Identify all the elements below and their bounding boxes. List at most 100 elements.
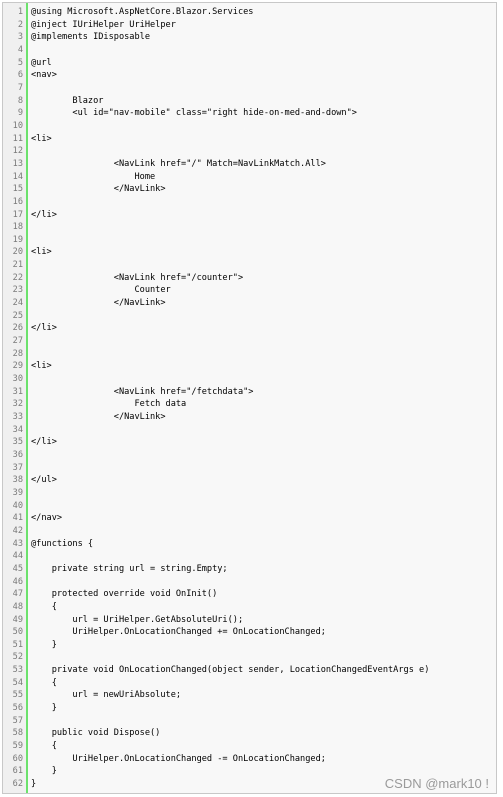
line-number: 32 xyxy=(12,399,23,410)
code-line: 18 xyxy=(3,221,496,234)
line-number: 35 xyxy=(12,437,23,448)
line-number: 28 xyxy=(12,348,23,359)
code-line: 49 url = UriHelper.GetAbsoluteUri(); xyxy=(3,614,496,627)
line-text: <NavLink href="/counter"> xyxy=(31,272,244,283)
code-line: 6 <nav> xyxy=(3,69,496,82)
code-line: 54 { xyxy=(3,677,496,690)
line-number: 39 xyxy=(12,487,23,498)
code-line: 35 </li> xyxy=(3,436,496,449)
line-number: 48 xyxy=(12,601,23,612)
line-number: 49 xyxy=(12,614,23,625)
line-number: 21 xyxy=(12,260,23,271)
code-line: 59 { xyxy=(3,740,496,753)
code-line: 47 protected override void OnInit() xyxy=(3,588,496,601)
line-number: 47 xyxy=(12,589,23,600)
line-text: <NavLink href="/" Match=NavLinkMatch.All… xyxy=(31,158,326,169)
line-number: 61 xyxy=(12,766,23,777)
code-line: 14 Home xyxy=(3,171,496,184)
code-block: 1@using Microsoft.AspNetCore.Blazor.Serv… xyxy=(2,2,497,794)
line-number: 10 xyxy=(12,120,23,131)
line-text: private void OnLocationChanged(object se… xyxy=(31,665,430,676)
line-text: @url xyxy=(31,57,52,68)
line-text: <li> xyxy=(31,247,52,258)
line-number: 38 xyxy=(12,475,23,486)
code-line: 3 @implements IDisposable xyxy=(3,31,496,44)
line-number: 42 xyxy=(12,525,23,536)
code-line: 9 <ul id="nav-mobile" class="right hide-… xyxy=(3,107,496,120)
code-line: 17</li> xyxy=(3,209,496,222)
line-number: 55 xyxy=(12,690,23,701)
code-line: 58 public void Dispose() xyxy=(3,727,496,740)
line-text: </NavLink> xyxy=(31,298,166,309)
line-text: } xyxy=(31,766,57,777)
line-text: </NavLink> xyxy=(31,412,166,422)
code-line: 5@url xyxy=(3,57,496,70)
line-number: 59 xyxy=(12,741,23,752)
line-text: public void Dispose() xyxy=(31,728,161,739)
code-line: 29<li> xyxy=(3,360,496,373)
line-number: 25 xyxy=(12,310,23,321)
line-text: <li> xyxy=(31,361,52,372)
code-line: 30 xyxy=(3,373,496,386)
code-line: 15 </NavLink> xyxy=(3,183,496,196)
line-text: <li> xyxy=(31,133,52,144)
code-line: 23 Counter xyxy=(3,284,496,297)
line-text: </NavLink> xyxy=(31,184,166,195)
code-line: 16 xyxy=(3,196,496,209)
line-text: <nav> xyxy=(31,70,57,81)
code-line: 22 <NavLink href="/counter"> xyxy=(3,272,496,285)
line-number: 45 xyxy=(12,563,23,574)
line-text: } xyxy=(31,779,37,790)
line-number-gutter xyxy=(3,3,28,793)
code-line: 31 <NavLink href="/fetchdata"> xyxy=(3,386,496,399)
line-number: 51 xyxy=(12,639,23,650)
line-text: { xyxy=(31,677,57,688)
line-number: 6 xyxy=(17,70,23,81)
line-number: 13 xyxy=(12,158,23,169)
line-number: 56 xyxy=(12,703,23,714)
line-text: @inject IUriHelper UriHelper xyxy=(31,19,176,30)
line-number: 31 xyxy=(12,386,23,397)
code-line: 52 xyxy=(3,651,496,664)
line-number: 23 xyxy=(12,285,23,296)
code-line: 4 xyxy=(3,44,496,57)
code-line: 7 xyxy=(3,82,496,95)
code-line: 42 xyxy=(3,525,496,538)
code-lines: 1@using Microsoft.AspNetCore.Blazor.Serv… xyxy=(3,6,496,791)
line-text: </li> xyxy=(31,323,57,334)
code-line: 45 private string url = string.Empty; xyxy=(3,563,496,576)
code-line: 13 <NavLink href="/" Match=NavLinkMatch.… xyxy=(3,158,496,171)
line-text: url = UriHelper.GetAbsoluteUri(); xyxy=(31,614,244,625)
line-number: 43 xyxy=(12,538,23,549)
line-number: 44 xyxy=(12,551,23,562)
code-line: 34 xyxy=(3,424,496,437)
code-line: 26</li> xyxy=(3,322,496,335)
line-text: </li> xyxy=(31,437,57,448)
code-line: 20 <li> xyxy=(3,246,496,259)
line-number: 20 xyxy=(12,247,23,258)
code-line: 25 xyxy=(3,310,496,323)
line-number: 46 xyxy=(12,576,23,587)
line-text: UriHelper.OnLocationChanged += OnLocatio… xyxy=(31,627,326,638)
line-text: @implements IDisposable xyxy=(31,32,150,43)
line-number: 41 xyxy=(12,513,23,524)
line-text: Home xyxy=(31,171,156,182)
line-number: 36 xyxy=(12,449,23,460)
code-line: 2@inject IUriHelper UriHelper xyxy=(3,19,496,32)
line-number: 27 xyxy=(12,336,23,347)
code-line: 60 UriHelper.OnLocationChanged -= OnLoca… xyxy=(3,753,496,766)
line-number: 3 xyxy=(17,32,23,43)
line-number: 37 xyxy=(12,462,23,473)
line-number: 17 xyxy=(12,209,23,220)
code-line: 37 xyxy=(3,462,496,475)
line-number: 18 xyxy=(12,222,23,233)
code-line: 36 xyxy=(3,449,496,462)
line-number: 19 xyxy=(12,234,23,245)
line-text: Blazor xyxy=(31,95,104,106)
code-line: 1@using Microsoft.AspNetCore.Blazor.Serv… xyxy=(3,6,496,19)
line-text: @using Microsoft.AspNetCore.Blazor.Servi… xyxy=(31,7,254,17)
code-line: 38</ul> xyxy=(3,474,496,487)
code-line: 8 Blazor xyxy=(3,95,496,108)
line-number: 7 xyxy=(17,82,23,93)
code-line: 28 xyxy=(3,348,496,361)
